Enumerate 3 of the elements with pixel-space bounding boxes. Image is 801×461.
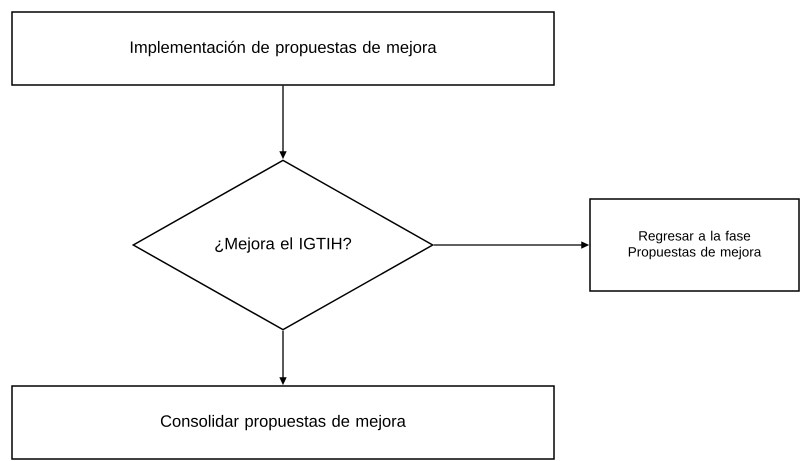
- process-box: Regresar a la fase Propuestas de mejora: [589, 198, 800, 292]
- process-box: Consolidar propuestas de mejora: [11, 385, 555, 460]
- process-box: Implementación de propuestas de mejora: [11, 11, 555, 86]
